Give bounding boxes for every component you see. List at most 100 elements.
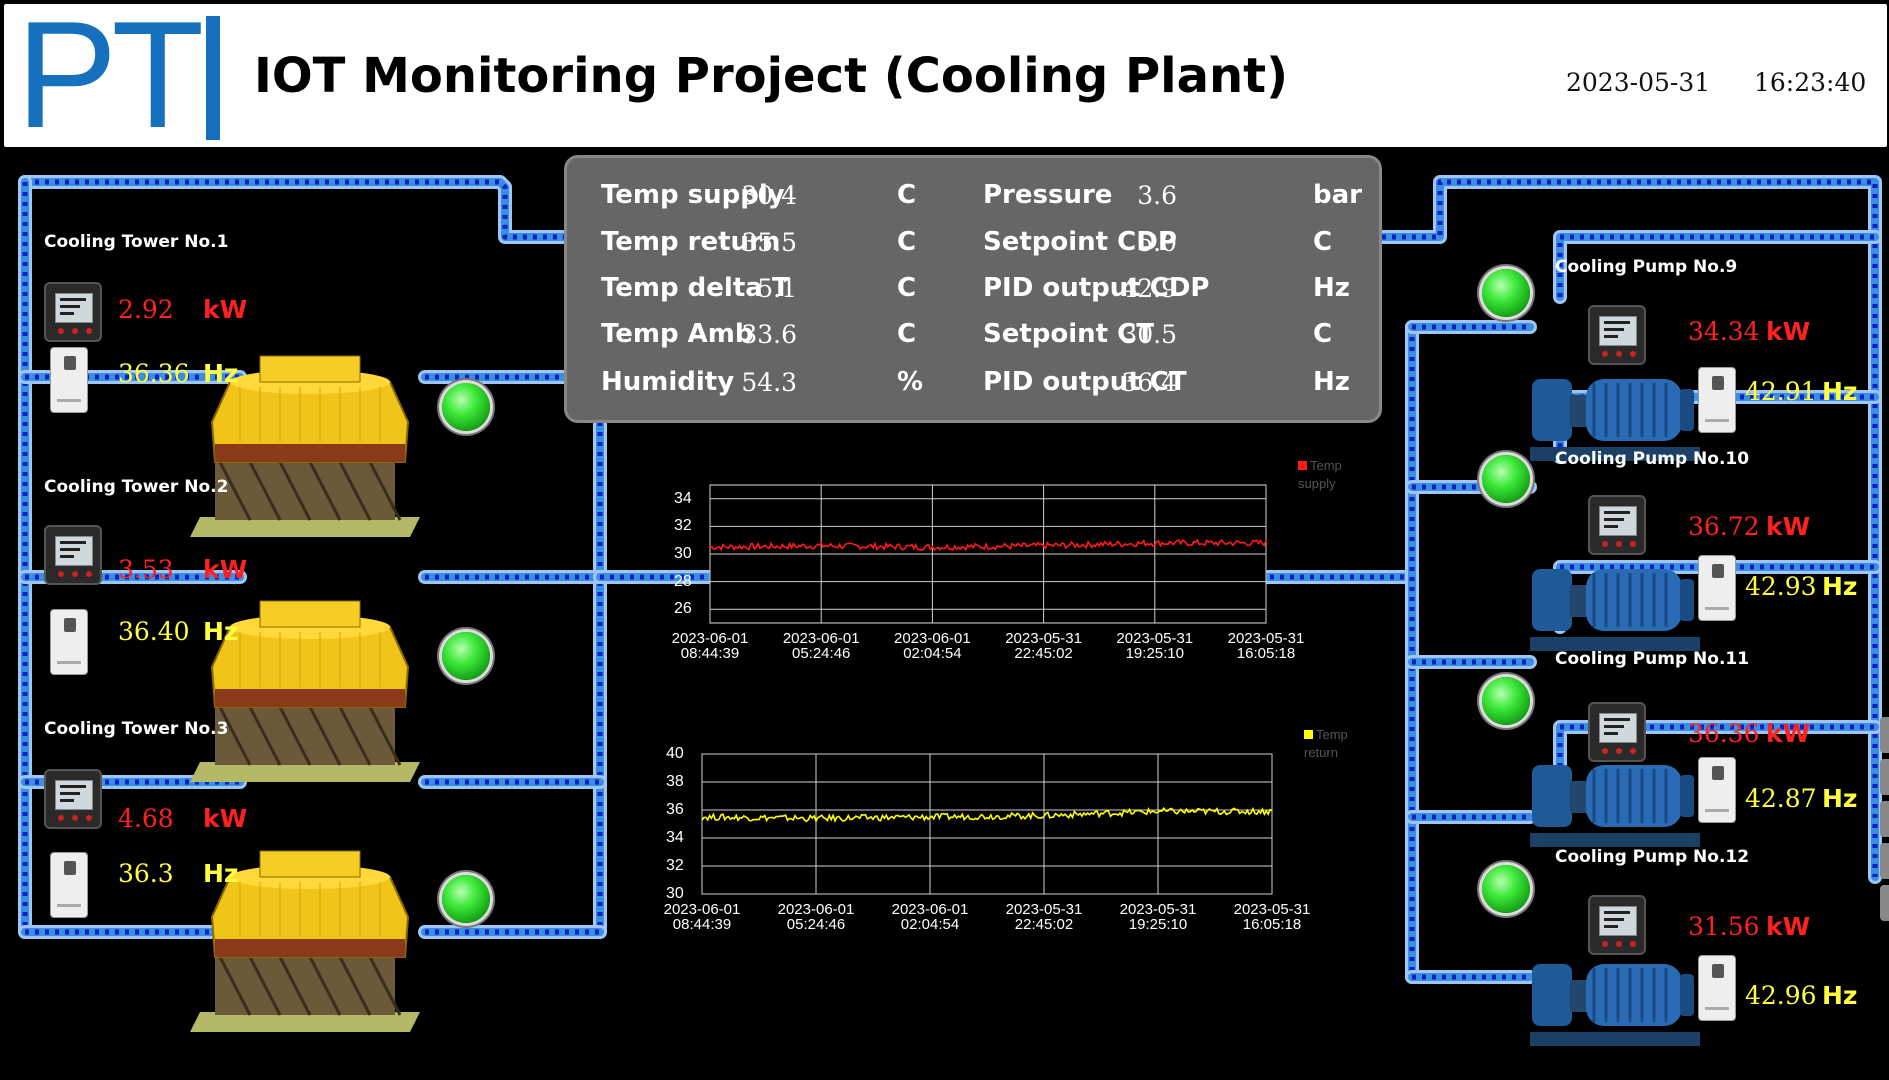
pump-volute <box>1532 964 1572 1026</box>
pressure-unit: bar <box>1313 180 1362 210</box>
tower-2-hz-unit: Hz <box>203 617 239 646</box>
inverter-keypad <box>1712 564 1724 578</box>
meter-screen <box>1599 906 1637 936</box>
tower-strut <box>368 461 402 521</box>
meter-screen <box>1599 713 1637 743</box>
tower-1-status-lamp <box>442 383 490 431</box>
pump-12-kw-value: 31.56 <box>1688 912 1760 941</box>
tower-louver-band <box>215 939 405 957</box>
tower-louver-band <box>215 689 405 707</box>
tower-strut <box>278 461 312 521</box>
tower-strut <box>368 956 402 1016</box>
pump-11-hz-unit: Hz <box>1822 784 1858 813</box>
pump-12-hz-unit: Hz <box>1822 981 1858 1010</box>
meter-led <box>1616 748 1622 754</box>
temp-return-plot <box>701 753 1273 895</box>
pump-motor <box>1586 379 1682 441</box>
pid-output-cdp-value: 42.9 <box>1121 274 1177 303</box>
meter-led <box>1602 541 1608 547</box>
setpoint-ct-unit: C <box>1313 319 1333 349</box>
chart-x-tick-label: 2023-06-01 08:44:39 <box>671 630 749 662</box>
pump-11-status-lamp <box>1482 677 1530 725</box>
pump-fan-cover <box>1680 775 1694 817</box>
chart-x-tick-label: 2023-06-01 02:04:54 <box>891 901 969 933</box>
tower-2-status-lamp <box>442 632 490 680</box>
temp-delta-t-unit: C <box>897 273 917 303</box>
chart-y-tick-label: 34 <box>666 829 684 846</box>
meter-digit-bar <box>60 305 80 308</box>
pump-11-graphic <box>1530 765 1700 847</box>
pid-output-cdp-unit: Hz <box>1313 273 1350 303</box>
meter-screen <box>1599 506 1637 536</box>
chart-x-tick-label: 2023-05-31 16:05:18 <box>1233 901 1311 933</box>
pump-coupling <box>1570 585 1588 617</box>
tower-3-hz-value: 36.3 <box>118 859 174 888</box>
pump-fan-cover <box>1680 974 1694 1016</box>
pump-12-status-lamp <box>1482 865 1530 913</box>
meter-digit-bar <box>60 792 80 795</box>
pressure-label: Pressure <box>983 180 1113 210</box>
chart-y-tick-label: 38 <box>666 773 684 790</box>
pump-11-inverter-icon <box>1698 757 1736 823</box>
tower-1-power-meter-icon <box>44 282 102 342</box>
tower-strut <box>338 461 372 521</box>
meter-digit-bar <box>1604 321 1630 324</box>
side-tab-4[interactable] <box>1880 843 1889 879</box>
inverter-keypad <box>1712 964 1724 978</box>
tower-1-graphic <box>190 355 420 537</box>
tower-1-name: Cooling Tower No.1 <box>44 232 229 252</box>
chart-plot-area <box>701 753 1273 895</box>
meter-digit-bar <box>60 799 74 802</box>
chart-y-tick-label: 30 <box>666 885 684 902</box>
setpoint-cdp-unit: C <box>1313 227 1333 257</box>
chart-x-tick-label: 2023-05-31 19:25:10 <box>1119 901 1197 933</box>
meter-led <box>1616 941 1622 947</box>
temp-supply-value: 30.4 <box>741 181 797 210</box>
meter-led <box>58 328 64 334</box>
meter-led <box>72 815 78 821</box>
tower-1-hz-value: 36.36 <box>118 359 190 388</box>
meter-digit-bar <box>1604 925 1618 928</box>
time-readout: 16:23:40 <box>1754 68 1867 97</box>
tower-1-inverter-icon <box>50 347 88 413</box>
side-tab-2[interactable] <box>1880 759 1889 795</box>
pressure-value: 3.6 <box>1137 181 1177 210</box>
pump-9-graphic <box>1530 379 1700 461</box>
chart-y-tick-label: 36 <box>666 801 684 818</box>
meter-digit-bar <box>60 555 74 558</box>
chart-y-tick-label: 28 <box>674 572 692 590</box>
temp-supply-unit: C <box>897 180 917 210</box>
pump-9-hz-unit: Hz <box>1822 377 1858 406</box>
meter-led <box>58 815 64 821</box>
pump-12-graphic <box>1530 964 1700 1046</box>
pump-12-name: Cooling Pump No.12 <box>1555 847 1750 867</box>
pid-output-ct-unit: Hz <box>1313 367 1350 397</box>
pid-output-cdp-label: PID output CDP <box>983 273 1210 303</box>
pump-10-power-meter-icon <box>1588 495 1646 555</box>
temp-return-label: Temp return <box>601 227 781 257</box>
pump-fan-cover <box>1680 389 1694 431</box>
meter-digit-bar <box>1604 328 1624 331</box>
side-tab-5[interactable] <box>1880 885 1889 921</box>
inverter-keypad <box>64 861 76 875</box>
temp-amb-unit: C <box>897 319 917 349</box>
tower-3-hz-unit: Hz <box>203 859 239 888</box>
pump-12-kw-unit: kW <box>1766 912 1811 941</box>
setpoint-ct-label: Setpoint CT <box>983 319 1154 349</box>
inverter-keypad <box>64 618 76 632</box>
meter-led <box>1630 541 1636 547</box>
pump-9-name: Cooling Pump No.9 <box>1555 257 1738 277</box>
tower-base-plate <box>190 1012 420 1032</box>
tower-2-kw-value: 3.53 <box>118 555 174 584</box>
tower-3-kw-unit: kW <box>203 804 248 833</box>
pump-10-graphic <box>1530 569 1700 651</box>
pump-motor <box>1586 765 1682 827</box>
tower-strut <box>218 461 252 521</box>
side-tab-1[interactable] <box>1880 717 1889 753</box>
tower-strut <box>248 461 282 521</box>
side-tab-3[interactable] <box>1880 801 1889 837</box>
pump-10-name: Cooling Pump No.10 <box>1555 449 1750 469</box>
temp-return-unit: C <box>897 227 917 257</box>
pti-logo: PT <box>16 0 204 160</box>
